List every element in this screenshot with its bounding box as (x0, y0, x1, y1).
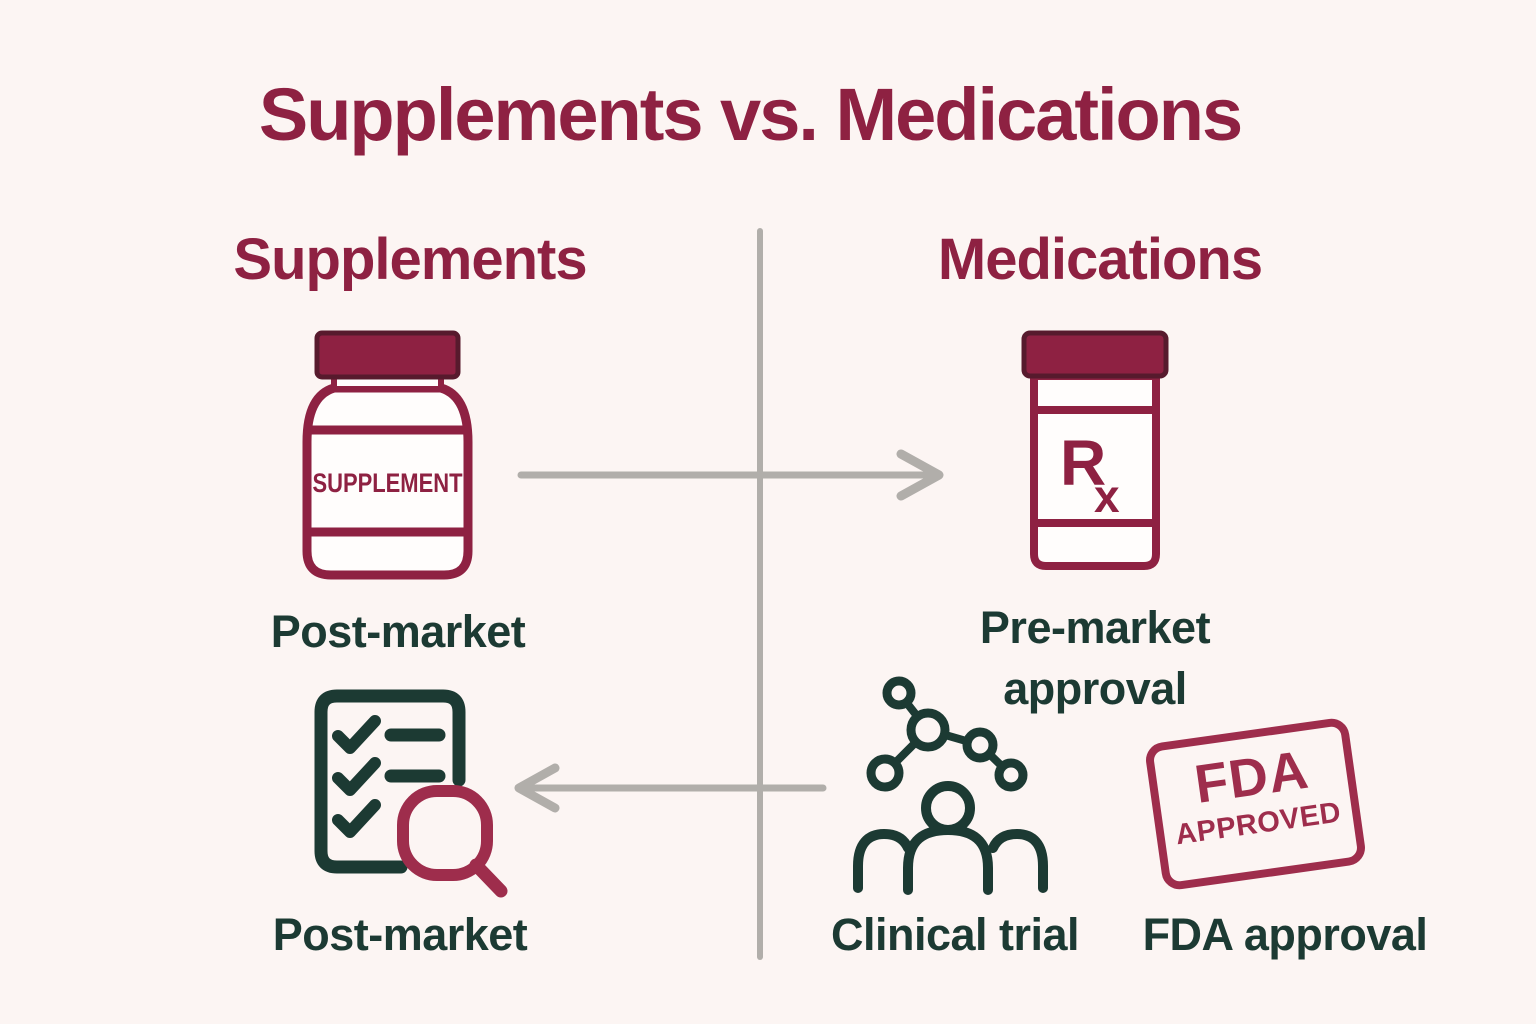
supplements-heading: Supplements (233, 227, 587, 292)
rx-symbol-x: x (1094, 470, 1120, 522)
supplement-bottle-icon: SUPPLEMENT (302, 330, 473, 580)
arrow-right-icon (517, 449, 944, 501)
supplement-label-text: SUPPLEMENT (313, 468, 463, 498)
fda-approval-caption: FDA approval (1142, 909, 1428, 960)
post-market-top-caption: Post-market (270, 606, 526, 657)
pre-market-approval-caption: Pre-market approval (979, 602, 1211, 714)
page-title: Supplements vs. Medications (258, 73, 1243, 156)
vertical-divider (757, 228, 763, 960)
arrow-left-icon (514, 763, 827, 813)
rx-symbol-r: R (1060, 427, 1106, 499)
clinical-trial-people-icon (853, 676, 1048, 895)
post-market-bottom-caption: Post-market (272, 909, 528, 960)
fda-approved-stamp-icon: FDA APPROVED (1143, 716, 1368, 892)
medications-heading: Medications (937, 227, 1263, 292)
checklist-magnifier-icon (314, 689, 508, 898)
clinical-trial-caption: Clinical trial (830, 909, 1080, 960)
rx-pill-bottle-icon: R x (1021, 330, 1169, 570)
